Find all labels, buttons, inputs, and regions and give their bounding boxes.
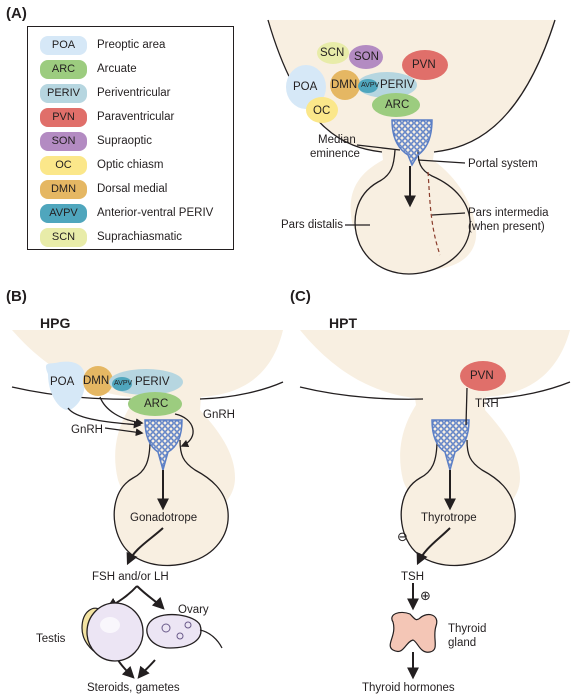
legend-abbr: SON <box>40 132 87 151</box>
nucleus-b-avpv <box>112 377 132 391</box>
label-b-output: Steroids, gametes <box>87 682 180 694</box>
label-b-poa: POA <box>50 376 75 388</box>
label-a-pars-intermedia: Pars intermedia <box>468 207 549 219</box>
nucleus-b-arc <box>128 392 182 416</box>
legend-label: Optic chiasm <box>97 159 164 171</box>
legend-label: Dorsal medial <box>97 183 168 195</box>
label-a-oc: OC <box>313 105 331 117</box>
label-b-hormone: FSH and/or LH <box>92 571 169 583</box>
label-a-periv: PERIV <box>380 79 415 91</box>
portal-vessel-b <box>144 419 183 473</box>
label-b-ovary: Ovary <box>178 604 209 616</box>
legend-label: Periventricular <box>97 87 171 99</box>
portal-vessel-a <box>391 119 433 167</box>
panel-c-brain <box>299 330 571 567</box>
label-c-gland: gland <box>448 637 477 649</box>
label-a-poa: POA <box>293 81 318 93</box>
testis <box>81 602 144 662</box>
title-hpt: HPT <box>329 315 357 331</box>
label-b-periv: PERIV <box>135 376 170 388</box>
label-b-testis: Testis <box>36 633 66 645</box>
arrow-b-hormone <box>126 527 164 566</box>
panel-a-nuclei <box>286 42 448 123</box>
legend-abbr: PERIV <box>40 84 87 103</box>
label-b-gonadotrope: Gonadotrope <box>130 512 198 524</box>
label-a-when-present: (when present) <box>468 221 545 233</box>
nucleus-c-pvn <box>460 361 506 391</box>
label-a-portal: Portal system <box>468 158 538 170</box>
label-c-tsh: TSH <box>401 571 424 583</box>
arrow-b-poa <box>67 407 142 429</box>
legend-abbr: AVPV <box>40 204 87 223</box>
thyroid <box>389 611 438 653</box>
label-c-output: Thyroid hormones <box>362 682 455 694</box>
arrow-c-hormone <box>416 527 451 566</box>
legend-abbr: ARC <box>40 60 87 79</box>
nucleus-a-son <box>349 45 383 69</box>
panel-a-tag: (A) <box>6 5 27 22</box>
label-c-thyrotrope: Thyrotrope <box>421 512 477 524</box>
label-c-plus: ⊕ <box>420 588 431 603</box>
arrow-b-gnrh <box>104 427 144 437</box>
nucleus-a-avpv <box>358 79 378 93</box>
label-a-eminence: eminence <box>310 148 360 160</box>
label-a-dmn: DMN <box>331 79 358 91</box>
legend-label: Paraventricular <box>97 111 175 123</box>
label-a-scn: SCN <box>320 47 345 59</box>
nucleus-a-pvn <box>402 50 448 80</box>
label-a-pvn: PVN <box>412 59 436 71</box>
label-a-pars-distalis: Pars distalis <box>281 219 343 231</box>
panel-b-nuclei <box>45 361 183 416</box>
portal-vessels <box>144 119 470 473</box>
nucleus-a-scn <box>317 42 349 64</box>
arrow-b-out-l <box>117 659 135 679</box>
nucleus-a-arc <box>372 93 420 117</box>
label-c-minus: ⊖ <box>397 529 408 544</box>
nucleus-a-dmn <box>330 70 360 100</box>
legend-label: Anterior-ventral PERIV <box>97 207 214 219</box>
pituitary-c <box>400 439 516 567</box>
label-a-arc: ARC <box>385 99 410 111</box>
legend-label: Suprachiasmatic <box>97 231 183 243</box>
nucleus-b-dmn <box>83 366 113 396</box>
label-c-trh: TRH <box>475 398 499 410</box>
label-b-avpv: AVPV <box>114 380 133 387</box>
label-c-pvn: PVN <box>470 370 494 382</box>
legend-abbr: OC <box>40 156 87 175</box>
label-b-gnrh-right: GnRH <box>203 409 235 421</box>
label-a-son: SON <box>354 51 379 63</box>
arrow-b-dmn <box>99 396 144 427</box>
panel-c-tag: (C) <box>290 288 311 305</box>
label-a-median: Median <box>318 134 356 146</box>
arrow-b-out-r <box>137 659 156 679</box>
nucleus-a-oc <box>306 97 338 123</box>
legend-label: Supraoptic <box>97 135 152 147</box>
panel-b-tag: (B) <box>6 288 27 305</box>
legend-label: Preoptic area <box>97 39 166 51</box>
label-b-dmn: DMN <box>83 375 110 387</box>
label-b-gnrh-left: GnRH <box>71 424 103 436</box>
arrow-b-ovary <box>136 585 165 610</box>
label-c-thyroid: Thyroid <box>448 623 487 635</box>
legend-abbr: POA <box>40 36 87 55</box>
legend-abbr: PVN <box>40 108 87 127</box>
trh-line <box>465 387 468 426</box>
legend-abbr: SCN <box>40 228 87 247</box>
ovary <box>146 613 223 649</box>
legend-abbr: DMN <box>40 180 87 199</box>
title-hpg: HPG <box>40 315 71 331</box>
pituitary-a <box>354 149 471 275</box>
label-b-arc: ARC <box>144 398 169 410</box>
legend: POA Preoptic area ARC Arcuate PERIV Periven… <box>27 26 234 250</box>
portal-vessel-c <box>431 419 470 473</box>
legend-label: Arcuate <box>97 63 137 75</box>
nucleus-b-poa <box>45 361 86 411</box>
arrow-b-arc <box>174 413 194 448</box>
pituitary-b <box>113 439 229 567</box>
label-a-avpv: AVPV <box>361 82 380 89</box>
